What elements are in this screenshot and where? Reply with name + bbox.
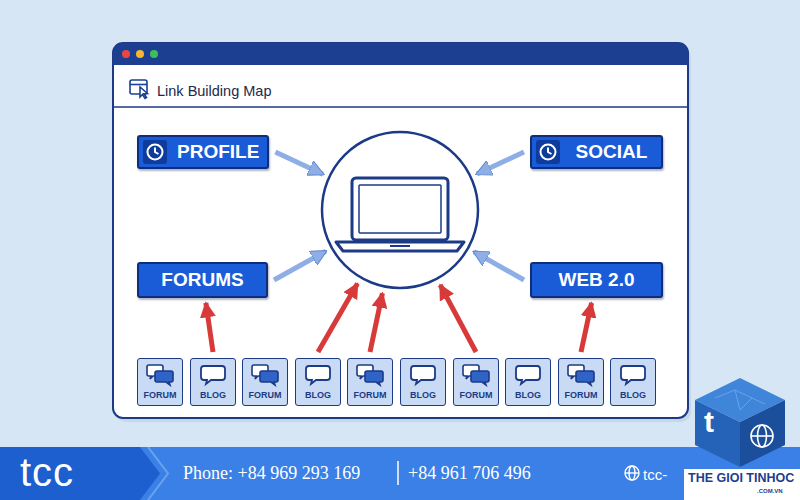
backlink-arrow (370, 293, 382, 352)
source-tile: BLOG (505, 358, 551, 406)
source-tile: FORUM (347, 358, 393, 406)
source-tile: FORUM (242, 358, 288, 406)
speech-bubble-icon (198, 363, 228, 387)
source-tile: BLOG (190, 358, 236, 406)
window-dot (136, 50, 144, 58)
source-tile: FORUM (558, 358, 604, 406)
browser-window: Link Building MapPROFILE SOCIAL FORUMS WEB … (113, 43, 688, 418)
clock-icon (143, 140, 167, 164)
cube-network (715, 390, 765, 410)
footer-ground (0, 447, 800, 500)
website-url: tcc- (643, 463, 667, 487)
speech-bubble-icon (513, 363, 543, 387)
backlink-arrow (440, 285, 476, 352)
title-bar (113, 55, 688, 65)
tile-label: FORUM (354, 390, 387, 401)
category-arrow (275, 152, 323, 174)
website-circle (320, 130, 480, 290)
cube-right (740, 400, 785, 467)
cube-left (695, 400, 740, 467)
chat-bubbles-icon (355, 363, 385, 387)
logo-domain: .COM.VN (757, 488, 783, 495)
category-box: FORUMS (137, 262, 268, 298)
tile-label: FORUM (249, 390, 282, 401)
source-tile: BLOG (610, 358, 656, 406)
header-icon (130, 80, 148, 99)
phone-number: Phone: +84 969 293 169 (183, 461, 360, 485)
backlink-arrow (581, 303, 592, 352)
tile-label: FORUM (565, 390, 598, 401)
logo-ground (684, 469, 800, 500)
footer-band: tcc Phone: +84 969 293 169 +84 961 706 496… (0, 447, 800, 500)
category-box: PROFILE (137, 135, 269, 169)
tile-label: BLOG (515, 390, 541, 401)
phone-number: +84 961 706 496 (408, 461, 531, 485)
speech-bubble-icon (303, 363, 333, 387)
tile-label: BLOG (620, 390, 646, 401)
source-tile: BLOG (400, 358, 446, 406)
logo-letter: t (704, 404, 714, 439)
tile-label: FORUM (460, 390, 493, 401)
category-label: SOCIAL (576, 141, 648, 163)
title-bar (113, 43, 688, 65)
window-dot (150, 50, 158, 58)
chat-bubbles-icon (250, 363, 280, 387)
source-tile: FORUM (137, 358, 183, 406)
chat-bubbles-icon (461, 363, 491, 387)
window-dot (122, 50, 130, 58)
source-tile: FORUM (453, 358, 499, 406)
category-box: WEB 2.0 (530, 262, 663, 298)
brand-logo: tcc (20, 448, 74, 496)
clock-icon (536, 140, 560, 164)
tile-label: BLOG (200, 390, 226, 401)
backlink-arrow (206, 303, 213, 352)
chat-bubbles-icon (566, 363, 596, 387)
logo-wordmark: THE GIOI TINHOC (688, 471, 794, 485)
source-tile: BLOG (295, 358, 341, 406)
category-arrow (274, 251, 326, 280)
tile-label: FORUM (144, 390, 177, 401)
tile-label: BLOG (305, 390, 331, 401)
category-label: WEB 2.0 (558, 269, 634, 291)
category-arrow (474, 252, 524, 280)
window-heading: Link Building Map (157, 79, 271, 103)
chat-bubbles-icon (145, 363, 175, 387)
laptop-illustration (320, 130, 480, 290)
speech-bubble-icon (618, 363, 648, 387)
globe-icon (751, 425, 773, 447)
window-shadow (116, 47, 691, 422)
header-rule (113, 106, 688, 108)
tile-label: BLOG (410, 390, 436, 401)
speech-bubble-icon (408, 363, 438, 387)
backlink-arrow (318, 284, 357, 352)
category-label: PROFILE (177, 141, 259, 163)
category-label: FORUMS (161, 269, 243, 291)
category-box: SOCIAL (530, 135, 663, 169)
category-arrow (477, 152, 524, 174)
window-body (113, 43, 688, 418)
